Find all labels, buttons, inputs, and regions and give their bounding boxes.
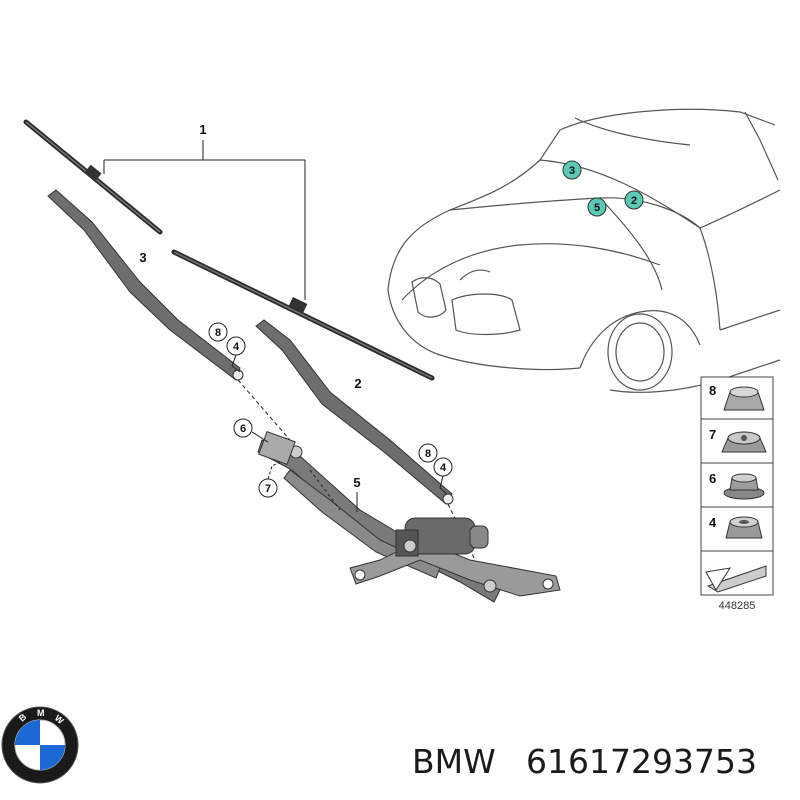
parts-table-row-4-num: 4 [709, 515, 717, 530]
svg-text:M: M [37, 708, 45, 718]
wiper-arm-right [255, 319, 454, 505]
bmw-logo-icon: B M W [1, 706, 79, 784]
svg-text:8: 8 [215, 327, 221, 339]
flange-nut-icon [723, 473, 765, 500]
parts-table-row-1-num: 8 [709, 383, 716, 398]
callout-5: 5 [353, 475, 360, 490]
parts-table: 8 7 6 4 [700, 376, 774, 596]
callout-4-upper: 4 [226, 336, 246, 356]
callout-6-leader [251, 431, 269, 443]
callout-6: 6 [233, 418, 253, 438]
wiper-blade-left [23, 119, 163, 235]
footer-brand: BMW [412, 742, 496, 781]
cap-nut-icon [723, 386, 765, 411]
parts-table-row-3-num: 6 [709, 471, 716, 486]
car-callout-3-label: 3 [569, 165, 575, 177]
car-callout-2: 2 [624, 190, 644, 210]
hex-nut-icon [725, 516, 763, 539]
reference-number: 448285 [719, 600, 756, 612]
callout-7-leader [267, 461, 281, 480]
callout-8-upper: 8 [208, 322, 228, 342]
car-outline [387, 108, 781, 393]
leader-upper [231, 354, 241, 373]
callout-7: 7 [258, 478, 278, 498]
svg-text:8: 8 [425, 448, 431, 460]
wiper-arm-left [47, 189, 244, 381]
callout-2: 2 [354, 376, 361, 391]
footer-part-number: 61617293753 [526, 742, 757, 781]
guide-line-left [237, 379, 291, 441]
svg-text:B: B [17, 711, 29, 723]
svg-text:7: 7 [265, 483, 271, 495]
parts-table-row-2-num: 7 [709, 427, 716, 442]
svg-text:4: 4 [233, 341, 240, 353]
car-callout-5: 5 [587, 197, 607, 217]
callout-1-bracket [103, 140, 306, 300]
callout-1: 1 [199, 122, 206, 137]
svg-text:4: 4 [440, 462, 447, 474]
car-callout-2-label: 2 [631, 195, 637, 207]
callout-3: 3 [139, 250, 146, 265]
wiper-blade-right [171, 249, 435, 381]
svg-text:6: 6 [240, 423, 246, 435]
car-callout-5-label: 5 [594, 202, 600, 214]
wiper-motor [395, 517, 489, 557]
callout-4-lower: 4 [433, 457, 453, 477]
clip-nut-icon [721, 431, 767, 453]
car-callout-3: 3 [562, 160, 582, 180]
callout-8-lower: 8 [418, 443, 438, 463]
arrow-icon [705, 565, 767, 593]
leader-lower [439, 475, 448, 495]
